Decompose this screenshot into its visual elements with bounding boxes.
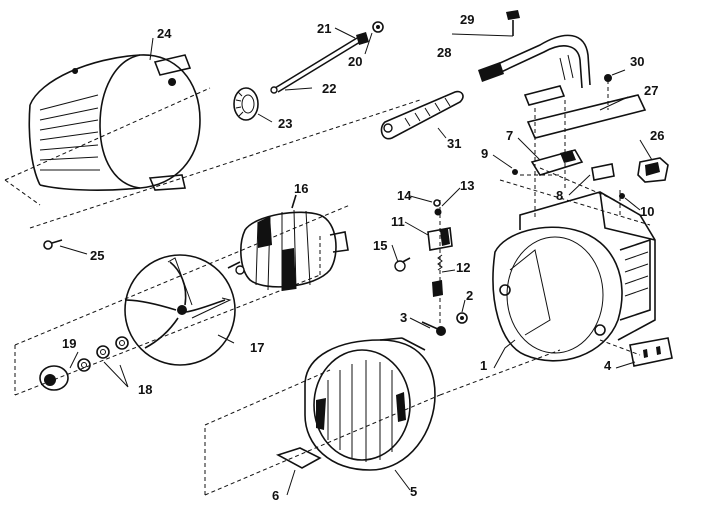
part-10-screw	[619, 193, 625, 199]
label-14: 14	[397, 188, 412, 203]
label-6: 6	[272, 488, 279, 503]
label-23: 23	[278, 116, 292, 131]
label-16: 16	[294, 181, 308, 196]
label-9: 9	[481, 146, 488, 161]
part-29-screw	[506, 10, 520, 36]
label-19: 19	[62, 336, 76, 351]
label-2: 2	[466, 288, 473, 303]
label-15: 15	[373, 238, 387, 253]
part-17-fan	[124, 254, 236, 366]
label-8: 8	[556, 188, 563, 203]
label-21: 21	[317, 21, 331, 36]
label-25: 25	[90, 248, 104, 263]
leader-lines	[59, 27, 653, 496]
label-10: 10	[640, 204, 654, 219]
part-14-washer	[433, 199, 441, 207]
part-labels: 1 2 3 4 5 6 7 8 9 10 11 12 13 14 15 16 1…	[62, 12, 664, 503]
part-25-fastener	[43, 239, 63, 250]
label-3: 3	[400, 310, 407, 325]
label-5: 5	[410, 484, 417, 499]
part-12-spring	[432, 254, 443, 297]
label-24: 24	[157, 26, 172, 41]
label-13: 13	[460, 178, 474, 193]
label-31: 31	[447, 136, 461, 151]
part-2-washer	[456, 312, 468, 324]
part-11-switch-block	[427, 227, 453, 251]
part-4-outlet	[629, 337, 673, 367]
label-20: 20	[348, 54, 362, 69]
part-30-nut	[604, 74, 612, 82]
label-11: 11	[391, 214, 405, 229]
part-26-connector	[637, 157, 669, 183]
label-27: 27	[644, 83, 658, 98]
part-22-rod	[270, 37, 361, 94]
part-7-bracket	[530, 149, 584, 176]
part-18-washers	[77, 336, 129, 372]
part-19-cap	[39, 365, 69, 391]
part-9-screw	[512, 169, 518, 175]
part-24-shroud	[28, 54, 201, 191]
label-18: 18	[138, 382, 152, 397]
part-3-screw	[421, 321, 446, 336]
label-22: 22	[322, 81, 336, 96]
part-5-stator	[304, 337, 436, 471]
label-26: 26	[650, 128, 664, 143]
part-8-terminal	[591, 163, 615, 181]
label-29: 29	[460, 12, 474, 27]
part-28-cord	[478, 34, 591, 106]
label-17: 17	[250, 340, 264, 355]
part-27-plate	[526, 94, 647, 139]
part-13-nut	[434, 208, 442, 216]
label-4: 4	[604, 358, 612, 373]
part-31-handle	[380, 90, 464, 140]
part-1-housing	[492, 191, 656, 362]
label-28: 28	[437, 45, 451, 60]
part-20-washer	[372, 21, 384, 33]
label-12: 12	[456, 260, 470, 275]
part-6-strip	[275, 447, 322, 469]
part-16-armature	[227, 194, 349, 291]
label-30: 30	[630, 54, 644, 69]
label-7: 7	[506, 128, 513, 143]
part-15-knob	[394, 257, 411, 272]
label-1: 1	[480, 358, 487, 373]
part-21-nut	[356, 32, 369, 45]
part-23-bearing	[233, 87, 259, 121]
